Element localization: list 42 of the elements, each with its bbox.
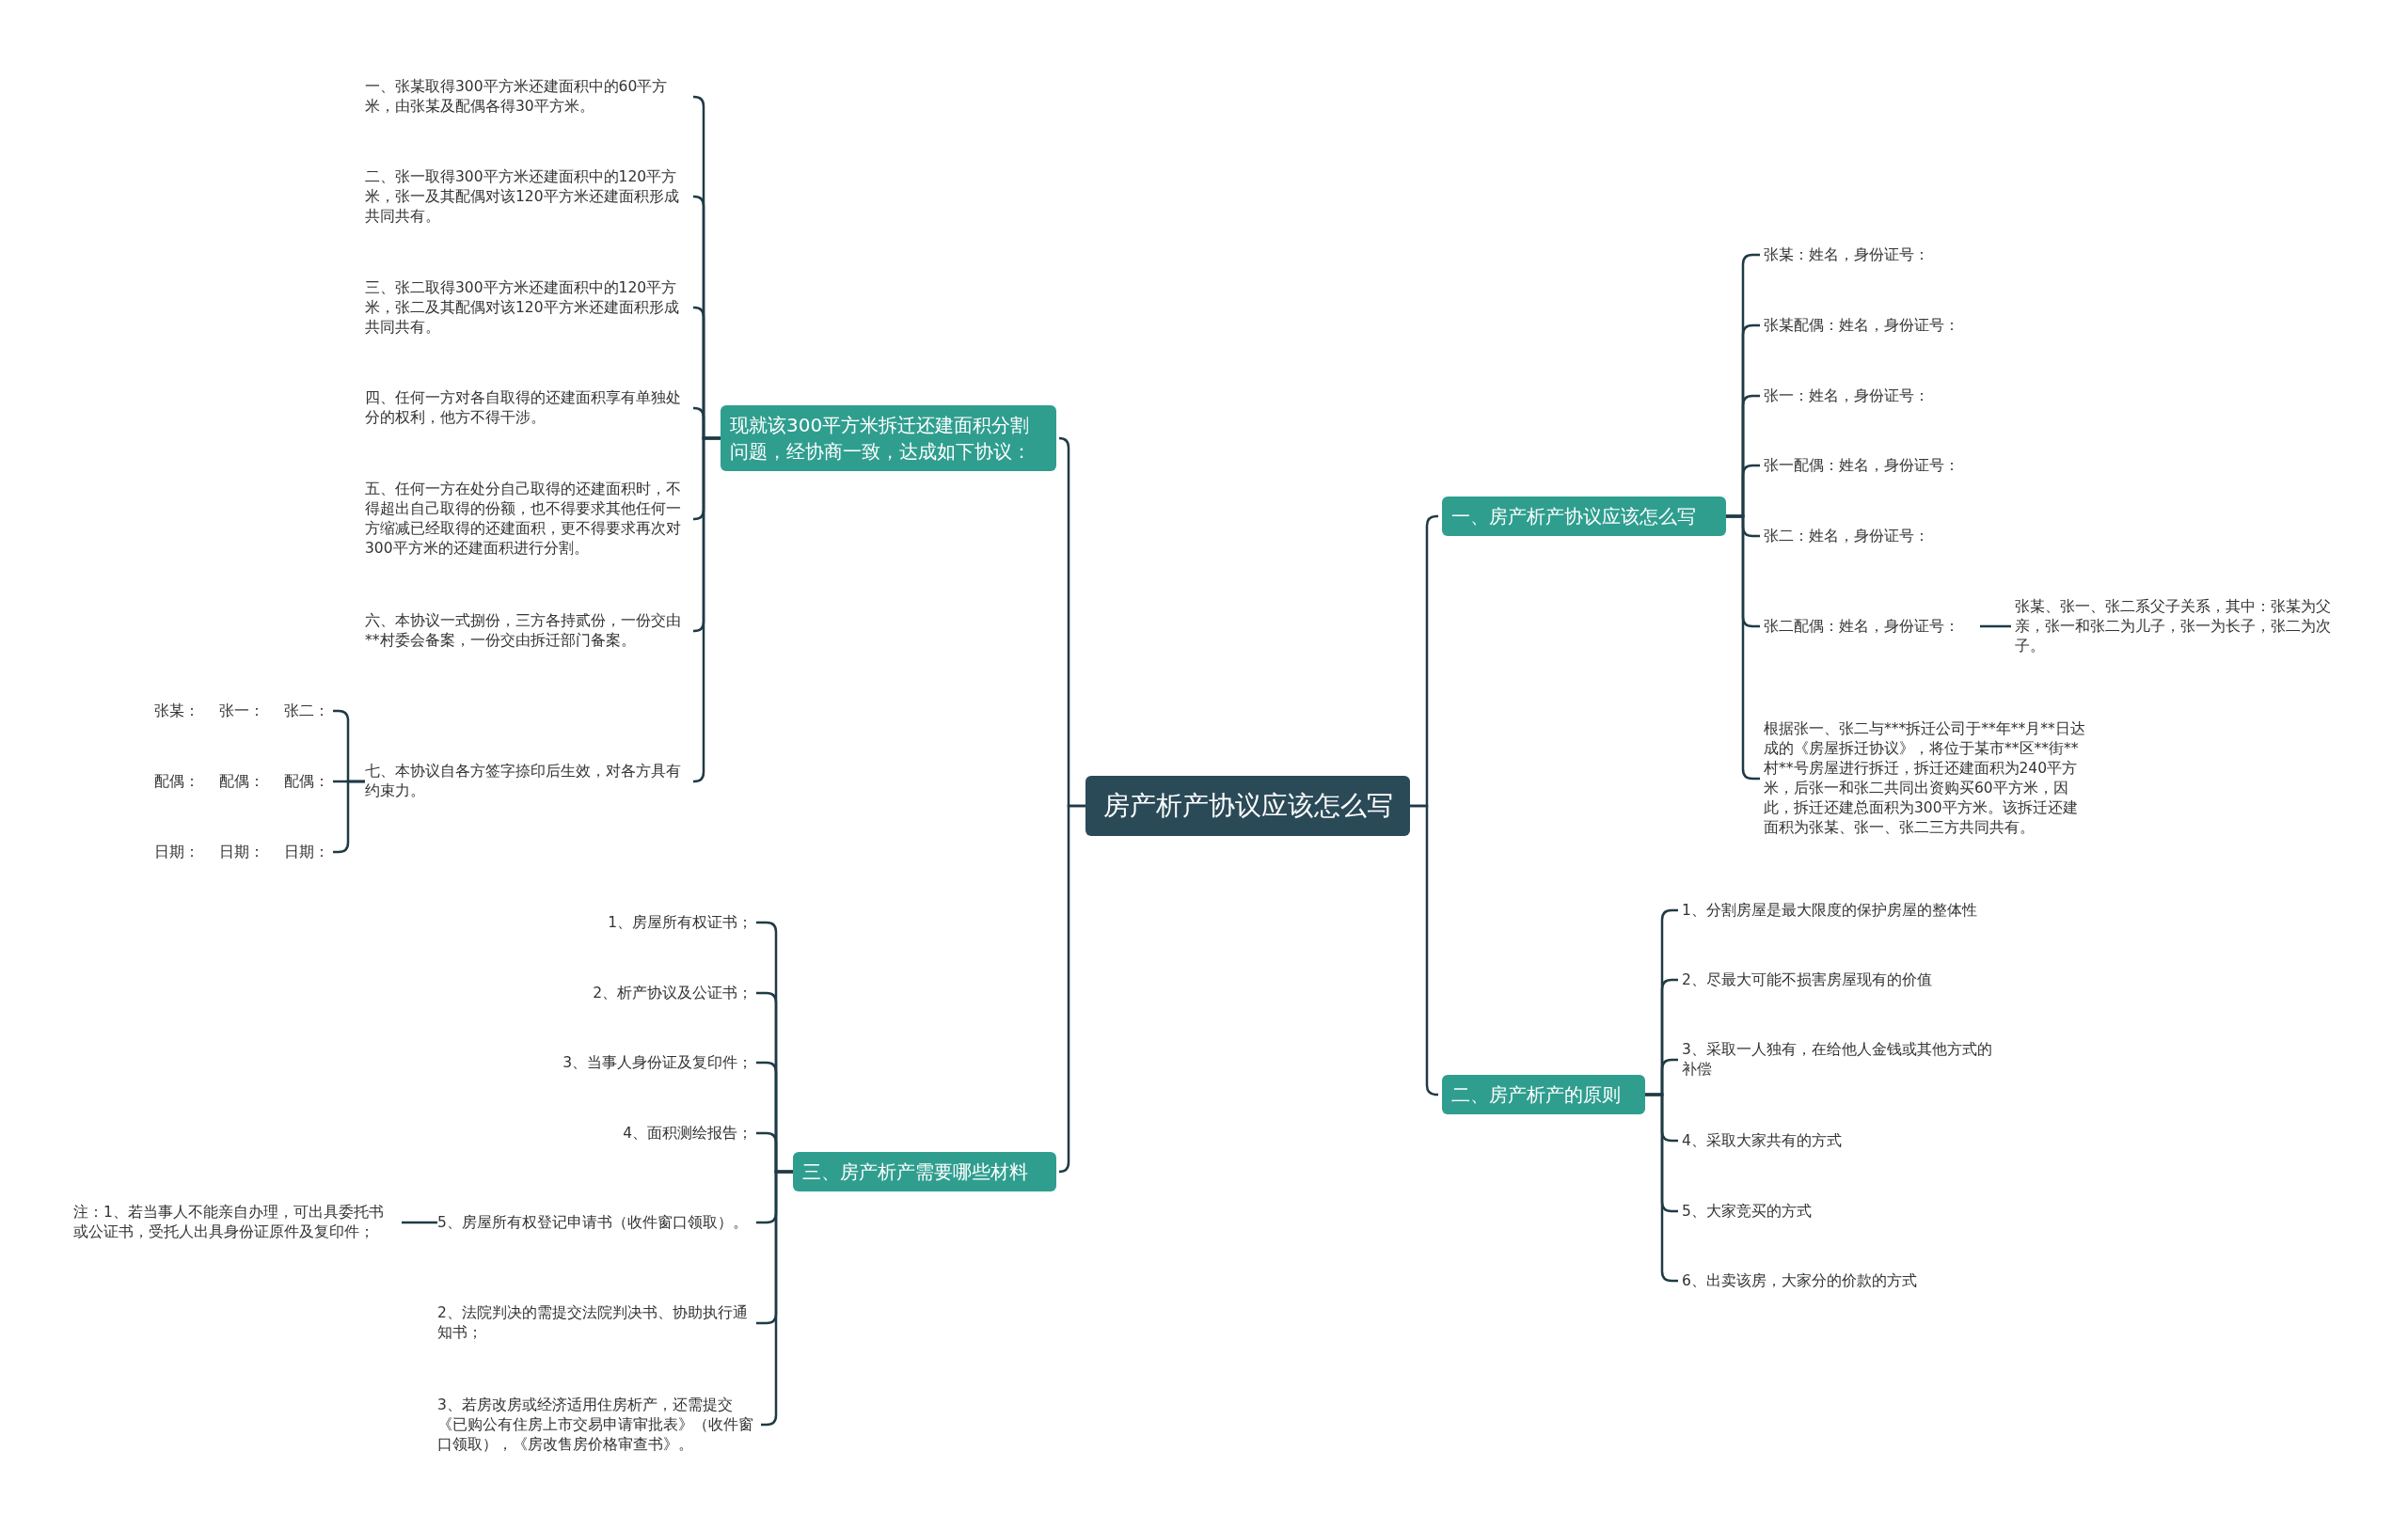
connector-line — [692, 436, 721, 783]
topic-text: 注：1、若当事人不能亲自办理，可出具委托书或公证书，受托人出具身份证原件及复印件； — [73, 1203, 398, 1242]
topic-text: 五、任何一方在处分自己取得的还建面积时，不得超出自己取得的份额，也不得要求其他任何一方缩减已经取得的还建面积，更不得要求再次对300平方米的还建面积进行分割。 — [365, 480, 689, 559]
topic-text: 三、张二取得300平方米还建面积中的120平方米，张二及其配偶对该120平方米还建面积形成共同共有。 — [365, 277, 689, 338]
branch-topic-box: 一、房产析产协议应该怎么写 — [1442, 497, 1726, 536]
topic-text: 1、房屋所有权证书； — [437, 912, 752, 933]
topic-text: 七、本协议自各方签字捺印后生效，对各方具有约束力。 — [365, 762, 689, 801]
topic-text: 六、本协议一式捌份，三方各持贰份，一份交由**村委会备案，一份交由拆迁部门备案。 — [365, 611, 689, 651]
connector-line — [402, 1221, 437, 1224]
topic-text: 一、张某取得300平方米还建面积中的60平方米，由张某及配偶各得30平方米。 — [365, 77, 689, 117]
topic-text: 3、当事人身份证及复印件； — [437, 1052, 752, 1073]
signature-text: 日期： 日期： 日期： — [122, 842, 329, 862]
topic-text: 2、析产协议及公证书； — [437, 983, 752, 1003]
topic-text: 张二：姓名，身份证号： — [1764, 526, 2046, 546]
topic-text: 5、房屋所有权登记申请书（收件窗口领取）。 — [437, 1212, 752, 1233]
topic-text: 3、采取一人独有，在给他人金钱或其他方式的补偿 — [1682, 1040, 2006, 1080]
branch-topic-box: 现就该300平方米拆迁还建面积分割问题，经协商一致，达成如下协议： — [721, 405, 1056, 471]
topic-text: 张二配偶：姓名，身份证号： — [1764, 616, 1980, 637]
topic-text: 4、采取大家共有的方式 — [1682, 1130, 2039, 1151]
topic-text: 2、法院判决的需提交法院判决书、协助执行通知书； — [437, 1303, 752, 1343]
topic-text: 3、若房改房或经济适用住房析产，还需提交《已购公有住房上市交易申请审批表》（收件窗口领取），《房改售房价格审查书》。 — [437, 1395, 757, 1455]
connector-line — [1980, 624, 2011, 628]
topic-text: 张某、张一、张二系父子关系，其中：张某为父亲，张一和张二为儿子，张一为长子，张二为次子。 — [2015, 596, 2339, 656]
topic-text: 二、张一取得300平方米还建面积中的120平方米，张一及其配偶对该120平方米还建面积形成共同共有。 — [365, 166, 689, 227]
branch-topic-box: 三、房产析产需要哪些材料 — [793, 1152, 1056, 1191]
topic-text: 张某配偶：姓名，身份证号： — [1764, 315, 2046, 336]
connector-line — [1410, 804, 1439, 1096]
topic-text: 张一配偶：姓名，身份证号： — [1764, 455, 2046, 476]
branch-topic-box: 二、房产析产的原则 — [1442, 1075, 1645, 1114]
signature-text: 张某： 张一： 张二： — [122, 701, 329, 721]
signature-text: 配偶： 配偶： 配偶： — [122, 771, 329, 792]
topic-text: 根据张一、张二与***拆迁公司于**年**月**日达成的《房屋拆迁协议》，将位于某市**区**街**村**号房屋进行拆迁，拆迁还建面积为240平方米，后张一和张二共同出资购买60平方米，因此，拆迁还建总面积为300平方米。该拆迁还建面积为张某、张一、张二三方共同共有。 — [1764, 719, 2088, 838]
topic-text: 张某：姓名，身份证号： — [1764, 244, 2046, 265]
topic-text: 6、出卖该房，大家分的价款的方式 — [1682, 1270, 2039, 1291]
topic-text: 4、面积测绘报告； — [437, 1123, 752, 1144]
topic-text: 5、大家竞买的方式 — [1682, 1201, 2039, 1222]
topic-text: 四、任何一方对各自取得的还建面积享有单独处分的权利，他方不得干涉。 — [365, 388, 689, 428]
connector-line — [1057, 804, 1085, 1174]
topic-text: 张一：姓名，身份证号： — [1764, 386, 2046, 406]
topic-text: 1、分割房屋是最大限度的保护房屋的整体性 — [1682, 900, 2039, 921]
root-topic-box: 房产析产协议应该怎么写 — [1085, 776, 1410, 836]
topic-text: 2、尽最大可能不损害房屋现有的价值 — [1682, 970, 2039, 990]
